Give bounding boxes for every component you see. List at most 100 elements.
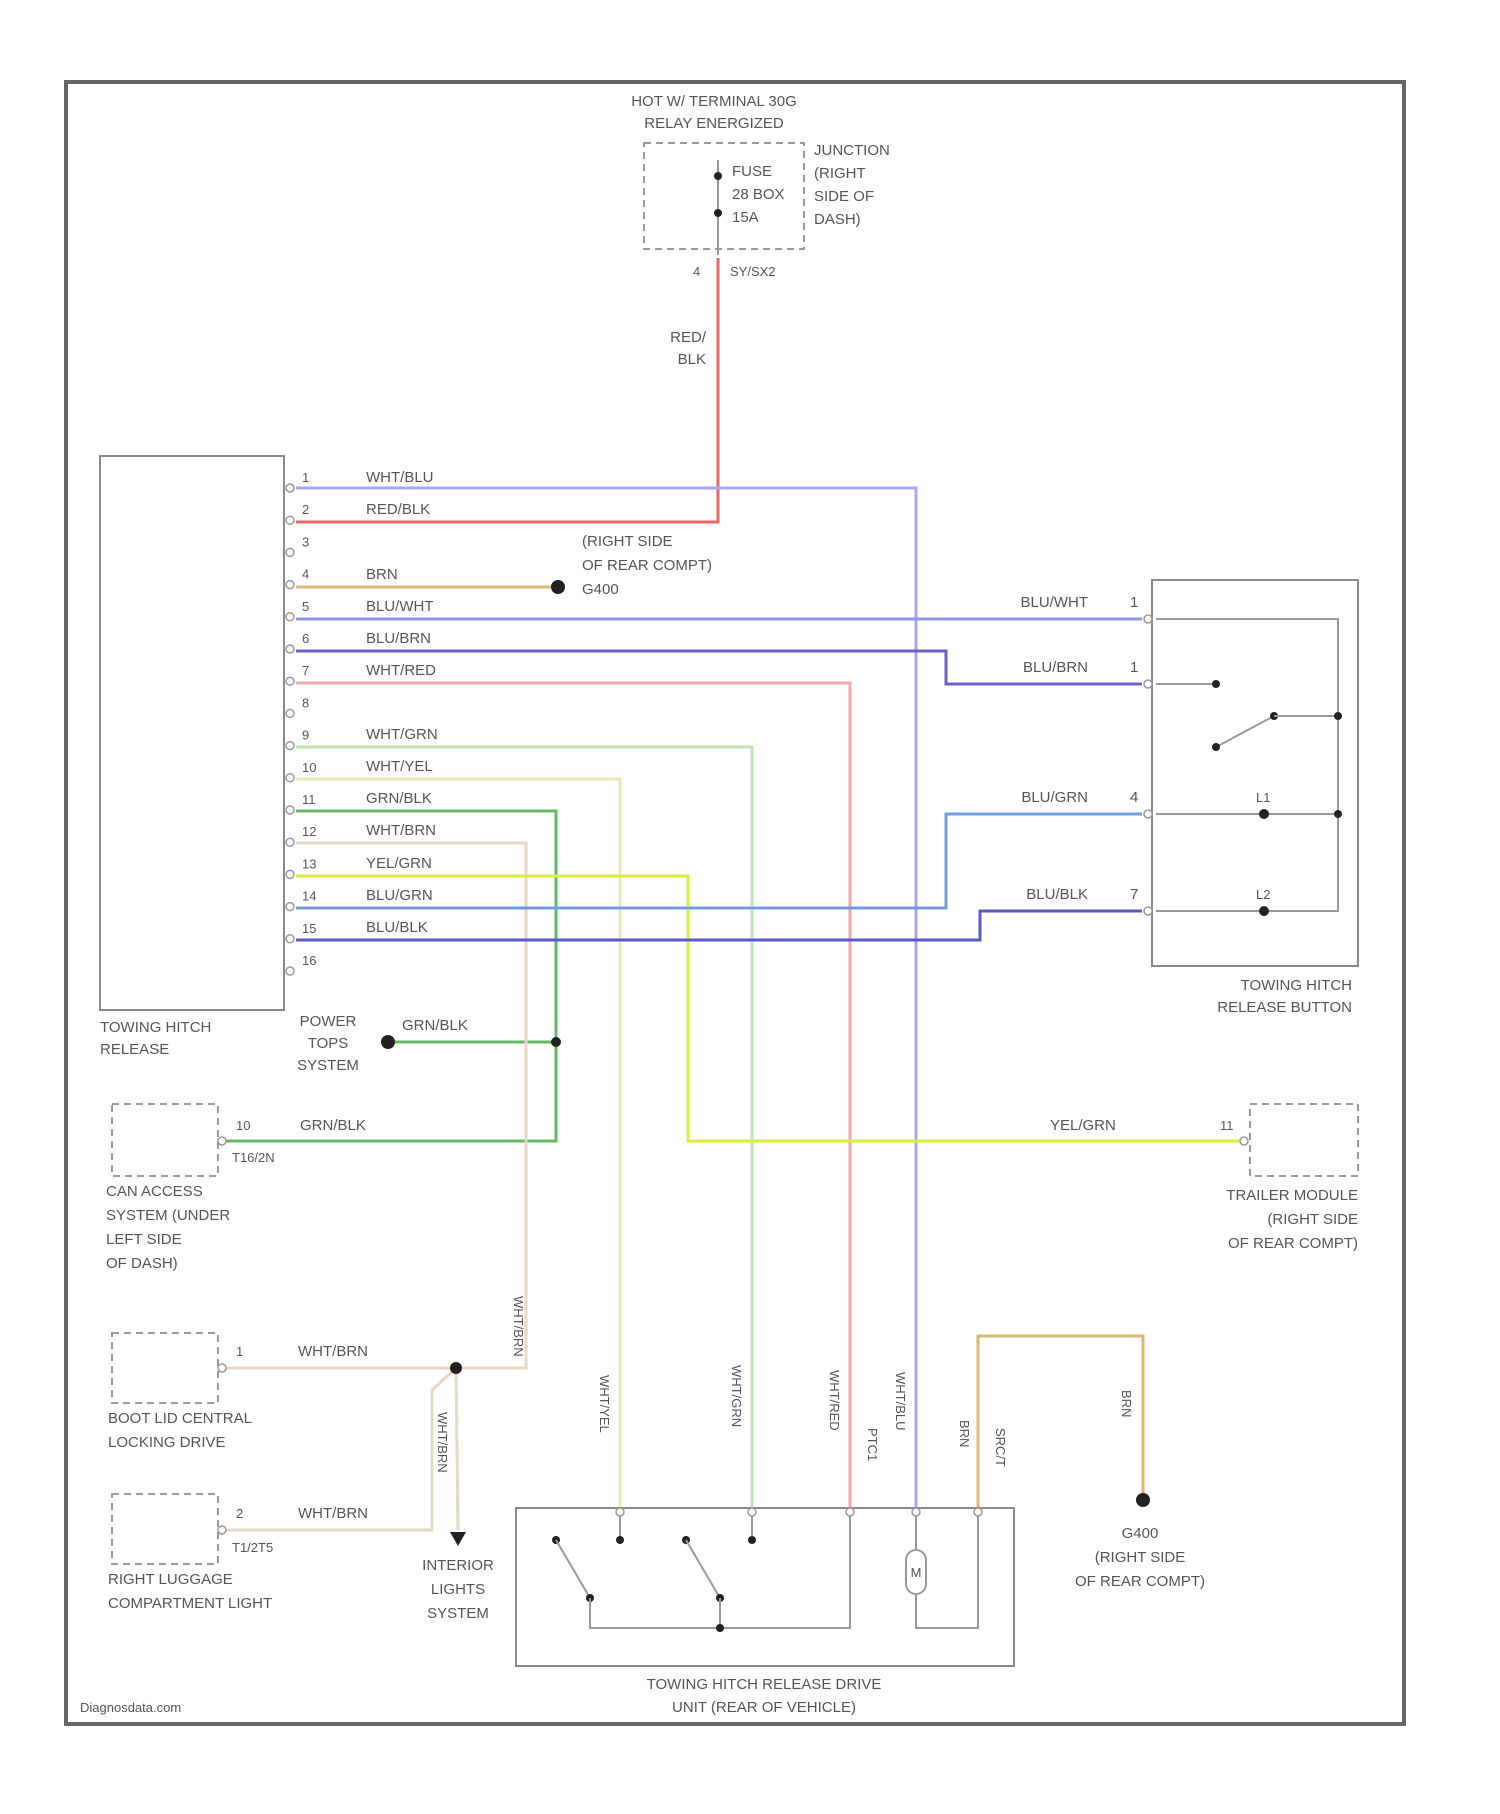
ground-top-label-line-1: (RIGHT SIDE <box>582 533 673 550</box>
power-tops-terminal <box>381 1035 395 1049</box>
can-access-pin <box>218 1137 226 1145</box>
module-pin-3 <box>286 548 294 556</box>
can-access-pin-number: 10 <box>236 1118 250 1133</box>
right-luggage-compartment-light <box>112 1494 218 1564</box>
label-pin2-red-blk: RED/BLK <box>366 501 430 518</box>
junction-label-line-2: (RIGHT <box>814 165 866 182</box>
wire-red-blk-supply <box>296 258 718 522</box>
ground-bottom-dot <box>1136 1493 1150 1507</box>
power-tops-line-3: SYSTEM <box>297 1057 359 1074</box>
module-pin-number-8: 8 <box>302 695 309 710</box>
label-pin9-wht-grn: WHT/GRN <box>366 726 438 743</box>
module-pin-number-2: 2 <box>302 502 309 517</box>
module-pin-number-11: 11 <box>302 792 316 807</box>
wire-yel-grn <box>296 876 1240 1141</box>
switch-contact-a <box>1212 680 1220 688</box>
button-wire-pin-2: 1 <box>1130 659 1138 676</box>
fuse-label-line-3: 15A <box>732 209 759 226</box>
drive-label-wht-yel: WHT/YEL <box>597 1375 612 1433</box>
drive-pin-wht-blu <box>912 1508 920 1516</box>
module-pin-number-16: 16 <box>302 953 316 968</box>
button-inner-frame <box>1156 619 1338 911</box>
lamp-label-l2: L2 <box>1256 887 1270 902</box>
supply-wire-label-line-1: RED/ <box>670 329 707 346</box>
l1-frame-node <box>1334 810 1342 818</box>
trailer-module-pin <box>1240 1137 1248 1145</box>
module-pin-number-10: 10 <box>302 760 316 775</box>
luggage-name-line-1: RIGHT LUGGAGE <box>108 1571 233 1588</box>
button-wire-pin-3: 4 <box>1130 789 1138 806</box>
power-tops-line-2: TOPS <box>308 1035 349 1052</box>
label-pin4-brn: BRN <box>366 566 398 583</box>
module-name-line-1: TOWING HITCH <box>100 1019 211 1036</box>
l1-lamp-diode <box>1259 809 1269 819</box>
module-pin-2 <box>286 516 294 524</box>
interior-lights-arrow <box>450 1532 466 1546</box>
button-wire-pin-4: 7 <box>1130 886 1138 903</box>
module-pin-group: 12345678910111213141516 <box>286 470 316 975</box>
interior-line-2: LIGHTS <box>431 1581 485 1598</box>
junction-label-line-1: JUNCTION <box>814 142 890 159</box>
drive-label-wht-blu: WHT/BLU <box>893 1372 908 1431</box>
switch-frame-node <box>1334 712 1342 720</box>
module-pin-15 <box>286 935 294 943</box>
module-pin-number-13: 13 <box>302 856 316 871</box>
fuse-terminal-bottom <box>714 209 722 217</box>
label-pin5-blu-wht: BLU/WHT <box>366 598 434 615</box>
l2-lamp-diode <box>1259 906 1269 916</box>
module-pin-11 <box>286 806 294 814</box>
towing-hitch-release-drive-unit <box>516 1508 1014 1666</box>
drive-name-line-2: UNIT (REAR OF VEHICLE) <box>672 1699 856 1716</box>
button-wire-label-1: BLU/WHT <box>1021 594 1089 611</box>
label-pin13-yel-grn: YEL/GRN <box>366 855 432 872</box>
button-name-line-1: TOWING HITCH <box>1241 977 1352 994</box>
can-access-name-line-1: CAN ACCESS <box>106 1183 203 1200</box>
module-pin-16 <box>286 967 294 975</box>
watermark: Diagnosdata.com <box>80 1700 181 1715</box>
module-pin-number-14: 14 <box>302 889 316 904</box>
drive-name-line-1: TOWING HITCH RELEASE DRIVE <box>647 1676 882 1693</box>
boot-lid-name-line-2: LOCKING DRIVE <box>108 1434 226 1451</box>
module-pin-4 <box>286 581 294 589</box>
ground-top-dot <box>551 580 565 594</box>
luggage-light-pin <box>218 1526 226 1534</box>
boot-lid-central-locking-drive <box>112 1333 218 1403</box>
trailer-pin-number: 11 <box>1220 1118 1234 1133</box>
module-pin-7 <box>286 677 294 685</box>
boot-lid-pin-number: 1 <box>236 1344 243 1359</box>
can-access-system <box>112 1104 218 1176</box>
trailer-name-line-2: (RIGHT SIDE <box>1267 1211 1358 1228</box>
drive-pin-wht-grn <box>748 1508 756 1516</box>
luggage-pin-number: 2 <box>236 1506 243 1521</box>
module-pin-10 <box>286 774 294 782</box>
fuse-terminal-top <box>714 172 722 180</box>
button-pin-group <box>1144 615 1152 915</box>
module-pin-number-15: 15 <box>302 921 316 936</box>
boot-lid-pin <box>218 1364 226 1372</box>
trailer-module <box>1250 1104 1358 1176</box>
drive-switch-1-arm <box>556 1540 590 1598</box>
power-tops-line-1: POWER <box>300 1013 357 1030</box>
module-pin-number-1: 1 <box>302 470 309 485</box>
can-access-wire-label: GRN/BLK <box>300 1117 366 1134</box>
drive-pin-brn <box>974 1508 982 1516</box>
trailer-name-line-1: TRAILER MODULE <box>1226 1187 1358 1204</box>
diagram-frame <box>66 82 1404 1724</box>
module-pin-8 <box>286 709 294 717</box>
trailer-wire-label: YEL/GRN <box>1050 1117 1116 1134</box>
drive-small-label-2: SRC/T <box>993 1428 1008 1467</box>
ground-bottom-line-1: G400 <box>1122 1525 1159 1542</box>
supply-pin: 4 <box>693 264 700 279</box>
towing-hitch-release-button <box>1152 580 1358 966</box>
drive-switch-2-arm <box>686 1540 720 1598</box>
module-pin-9 <box>286 742 294 750</box>
module-pin-number-9: 9 <box>302 728 309 743</box>
can-access-name-line-3: LEFT SIDE <box>106 1231 182 1248</box>
release-switch-arm <box>1216 716 1274 747</box>
drive-pin-wht-red <box>846 1508 854 1516</box>
lamp-label-l1: L1 <box>1256 790 1270 805</box>
drive-bus-node <box>716 1624 724 1632</box>
label-pin10-wht-yel: WHT/YEL <box>366 758 433 775</box>
wht-brn-vertical-label: WHT/BRN <box>511 1296 526 1357</box>
